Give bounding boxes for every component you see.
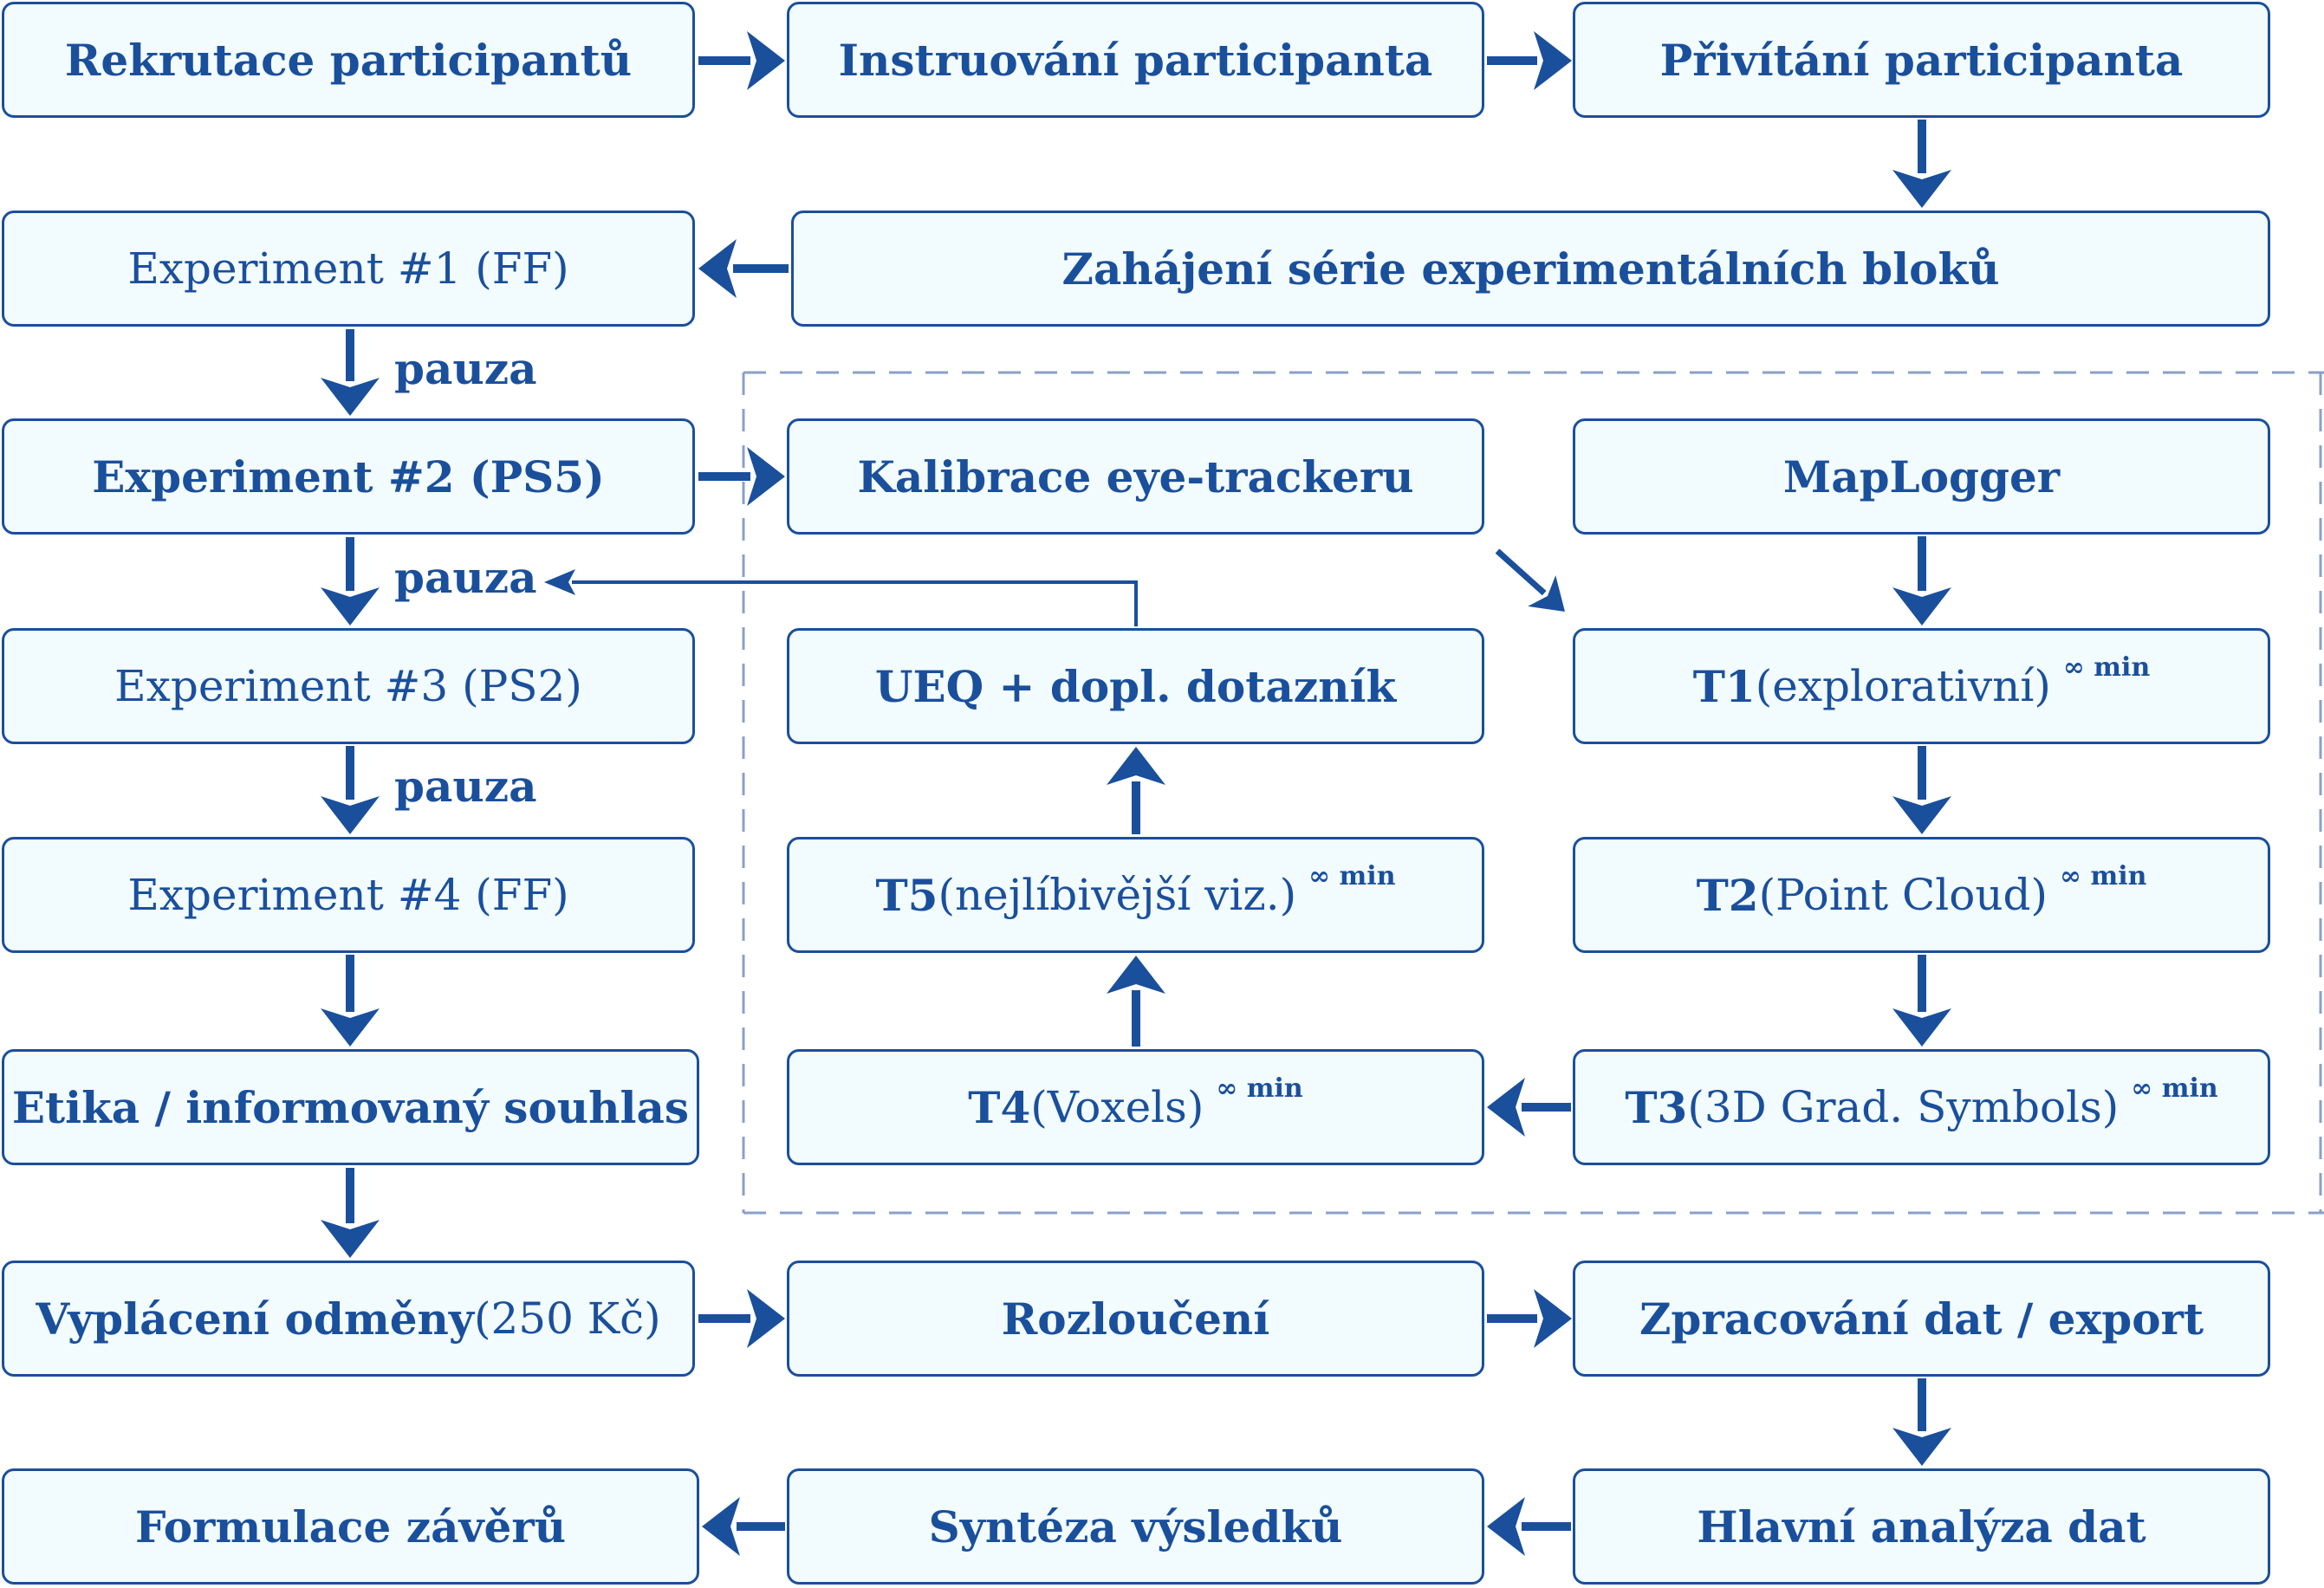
arrow-calib-to-t1 [1495, 548, 1565, 612]
arrow-welcome-to-start [1892, 120, 1951, 208]
node-t1-desc: (explorativní) [1755, 661, 2051, 711]
node-welcome-label: Přivítání participanta [1659, 34, 2184, 86]
node-t1-duration: ∞ min [2062, 651, 2151, 683]
node-exp2: Experiment #2 (PS5) [2, 418, 695, 535]
node-farewell: Rozloučení [787, 1261, 1484, 1377]
arrow-ueq-to-pause [544, 569, 1138, 626]
node-exp1: Experiment #1 (FF) [2, 211, 695, 327]
node-start: Zahájení série experimentálních bloků [791, 211, 2270, 327]
node-synthesis-label: Syntéza výsledků [928, 1500, 1343, 1552]
node-t2-desc: (Point Cloud) [1758, 870, 2048, 920]
arrow-maplogger-to-t1 [1892, 536, 1951, 625]
node-t2: T2 (Point Cloud) ∞ min [1573, 837, 2270, 953]
node-recruit: Rekrutace participantů [2, 2, 695, 118]
node-maplogger-label: MapLogger [1782, 450, 2061, 502]
arrow-exp3-to-exp4 [321, 746, 380, 834]
node-t3-desc: (3D Grad. Symbols) [1687, 1082, 2120, 1132]
pause-label-2: pauza [394, 552, 537, 603]
arrow-t3-to-t4 [1487, 1078, 1571, 1137]
node-start-label: Zahájení série experimentálních bloků [1061, 243, 2000, 295]
pause-label-3: pauza [394, 761, 537, 812]
arrow-exp4-to-ethics [321, 955, 380, 1047]
node-t5: T5 (nejlíbivější viz.) ∞ min [787, 837, 1484, 953]
node-exp4-label: Experiment #4 (FF) [127, 870, 569, 920]
node-t4-desc: (Voxels) [1030, 1082, 1204, 1132]
arrow-exp2-to-calib [698, 447, 785, 506]
arrow-t1-to-t2 [1892, 746, 1951, 834]
node-ethics: Etika / informovaný souhlas [2, 1049, 699, 1165]
node-ueq: UEQ + dopl. dotazník [787, 628, 1484, 744]
node-processing: Zpracování dat / export [1573, 1261, 2270, 1377]
arrow-exp1-to-exp2 [321, 329, 380, 416]
node-t3-duration: ∞ min [2131, 1073, 2218, 1104]
node-instruct-label: Instruování participanta [838, 34, 1433, 86]
node-t5-duration: ∞ min [1308, 860, 1396, 891]
arrow-synthesis-to-conclusions [702, 1497, 785, 1556]
arrow-instruct-to-welcome [1487, 31, 1572, 90]
node-welcome: Přivítání participanta [1573, 2, 2270, 118]
node-t2-code: T2 [1696, 869, 1759, 921]
node-maplogger: MapLogger [1573, 418, 2270, 535]
node-t4-code: T4 [968, 1081, 1031, 1133]
node-exp2-label: Experiment #2 (PS5) [92, 450, 605, 502]
node-t5-code: T5 [875, 869, 938, 921]
node-exp4: Experiment #4 (FF) [2, 837, 695, 953]
node-recruit-label: Rekrutace participantů [64, 34, 633, 86]
node-synthesis: Syntéza výsledků [787, 1468, 1484, 1585]
node-t4: T4 (Voxels) ∞ min [787, 1049, 1484, 1165]
node-t1: T1 (explorativní) ∞ min [1573, 628, 2270, 744]
node-calib-label: Kalibrace eye-trackeru [857, 450, 1414, 502]
node-reward-label: Vyplácení odměny [36, 1293, 474, 1345]
arrow-t4-to-t5 [1107, 956, 1165, 1047]
arrow-recruit-to-instruct [698, 31, 785, 90]
node-t4-duration: ∞ min [1216, 1073, 1303, 1104]
node-ethics-label: Etika / informovaný souhlas [11, 1081, 690, 1133]
node-t3-code: T3 [1625, 1081, 1688, 1133]
node-analysis: Hlavní analýza dat [1573, 1468, 2270, 1585]
node-processing-label: Zpracování dat / export [1639, 1293, 2204, 1345]
arrow-processing-to-analysis [1892, 1378, 1951, 1466]
node-reward: Vyplácení odměny (250 Kč) [2, 1261, 695, 1377]
node-conclusions-label: Formulace závěrů [134, 1500, 567, 1552]
arrow-farewell-to-processing [1487, 1289, 1572, 1348]
arrow-analysis-to-synthesis [1487, 1497, 1571, 1556]
arrow-start-to-exp1 [698, 239, 789, 298]
node-instruct: Instruování participanta [787, 2, 1484, 118]
arrow-exp2-to-exp3 [321, 537, 380, 625]
arrow-reward-to-farewell [698, 1289, 785, 1348]
node-exp1-label: Experiment #1 (FF) [127, 243, 569, 294]
arrows-group [321, 31, 1951, 1556]
node-conclusions: Formulace závěrů [2, 1468, 699, 1585]
node-t3: T3 (3D Grad. Symbols) ∞ min [1573, 1049, 2270, 1165]
node-ueq-label: UEQ + dopl. dotazník [874, 660, 1397, 712]
node-exp3: Experiment #3 (PS2) [2, 628, 695, 744]
arrow-t5-to-ueq [1107, 747, 1165, 834]
arrow-ethics-to-reward [321, 1168, 380, 1258]
dashed-group-outline [742, 371, 2324, 1215]
node-farewell-label: Rozloučení [1001, 1293, 1270, 1345]
node-t2-duration: ∞ min [2060, 860, 2147, 891]
arrow-t2-to-t3 [1892, 955, 1951, 1047]
node-analysis-label: Hlavní analýza dat [1697, 1500, 2146, 1552]
node-exp3-label: Experiment #3 (PS2) [114, 661, 582, 711]
node-t1-code: T1 [1692, 660, 1756, 712]
node-reward-amount: (250 Kč) [473, 1293, 661, 1344]
pause-label-1: pauza [394, 343, 537, 394]
node-calib: Kalibrace eye-trackeru [787, 418, 1484, 535]
node-t5-desc: (nejlíbivější viz.) [938, 870, 1297, 920]
